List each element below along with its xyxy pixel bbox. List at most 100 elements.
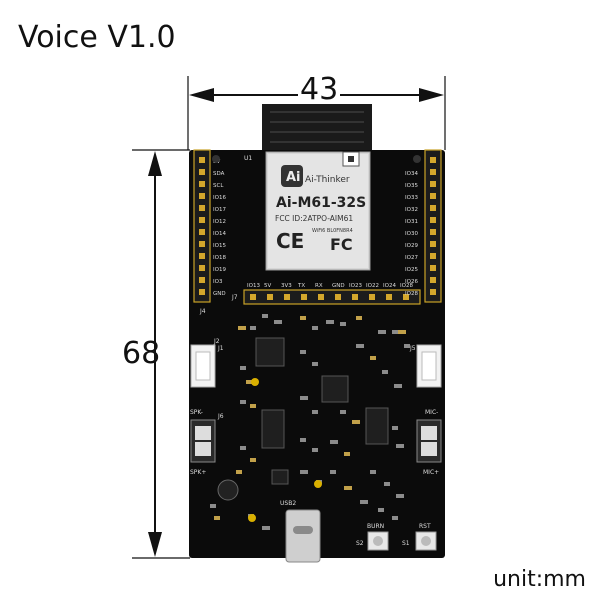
unit-label: unit:mm (493, 567, 586, 592)
ic-amp-left (261, 409, 285, 449)
left-header-pin (199, 193, 205, 199)
width-dimension-label: 43 (298, 72, 341, 107)
left-pin-label: IO15 (213, 243, 226, 249)
ic-u11 (255, 337, 285, 367)
bottom-pin-label: TX (297, 283, 305, 289)
right-header-pin (430, 205, 436, 211)
smd-component (262, 526, 270, 530)
left-pin-label: IO16 (213, 195, 226, 201)
right-pin-label: IO28 (405, 291, 418, 297)
right-pin-label: IO27 (405, 255, 418, 261)
bottom-pin-label: RX (315, 283, 323, 289)
smd-component (394, 384, 402, 388)
smd-component (344, 486, 352, 490)
ic-audio-codec (321, 375, 349, 403)
right-header (424, 149, 442, 303)
right-header-pin (430, 277, 436, 283)
left-pin-label: IO17 (213, 207, 226, 213)
module-brand: Ai-Thinker (305, 175, 350, 185)
left-header-pin (199, 229, 205, 235)
label-rst: RST (419, 523, 431, 530)
smd-component (300, 396, 308, 400)
smd-component (370, 470, 376, 474)
capacitor (251, 378, 259, 386)
smd-component (330, 470, 336, 474)
right-header-pin (430, 289, 436, 295)
smd-component (246, 380, 254, 384)
smd-component (352, 420, 360, 424)
left-pin-label: GND (213, 291, 226, 297)
smd-component (250, 458, 256, 462)
smd-component (330, 440, 338, 444)
bottom-header-pin (369, 294, 375, 300)
smd-component (398, 330, 406, 334)
bottom-header-pin (403, 294, 409, 300)
smd-component (326, 320, 334, 324)
ic-amp-right (365, 407, 389, 445)
bottom-header-pin (386, 294, 392, 300)
left-header-pin (199, 157, 205, 163)
right-header-pin (430, 229, 436, 235)
bottom-pin-label: IO24 (383, 283, 396, 289)
label-burn: BURN (367, 523, 384, 530)
left-pin-label: SDA (213, 171, 225, 177)
bottom-header-pin (267, 294, 273, 300)
smd-component (404, 344, 410, 348)
smd-component (250, 404, 256, 408)
right-pin-label: IO25 (405, 267, 418, 273)
right-pin-label: IO31 (405, 219, 418, 225)
bottom-header-pin (250, 294, 256, 300)
usb-c-port (285, 509, 321, 563)
right-header-pin (430, 253, 436, 259)
module-fcc-mark: FC (330, 235, 353, 254)
left-header-pin (199, 241, 205, 247)
bottom-header-pin (301, 294, 307, 300)
right-header-pin (430, 265, 436, 271)
smd-component (382, 370, 388, 374)
right-header-pin (430, 169, 436, 175)
label-j2: J2 (213, 338, 220, 345)
smd-component (392, 516, 398, 520)
label-j5: J5 (409, 345, 416, 352)
label-j1: J1 (217, 345, 224, 352)
bottom-header-pin (284, 294, 290, 300)
smd-component (312, 410, 318, 414)
bottom-pin-label: IO23 (349, 283, 362, 289)
bottom-pin-label: IO13 (247, 283, 260, 289)
smd-component (300, 316, 306, 320)
left-header-pin (199, 289, 205, 295)
label-usb: USB2 (280, 500, 296, 507)
smd-component (360, 500, 368, 504)
smd-component (236, 470, 242, 474)
bottom-pin-label: 5V (264, 283, 271, 289)
smd-component (262, 314, 268, 318)
module-wifi-line: WiFi6 BL0FN8R4 (312, 228, 353, 234)
smd-component (240, 400, 246, 404)
svg-text:Ai: Ai (286, 170, 301, 185)
smd-component (240, 366, 246, 370)
right-pin-label: IO33 (405, 195, 418, 201)
capacitor (248, 514, 256, 522)
left-header-pin (199, 169, 205, 175)
smd-component (300, 350, 306, 354)
right-pin-label: IO35 (405, 183, 418, 189)
left-pin-label: IO14 (213, 231, 226, 237)
smd-component (392, 426, 398, 430)
smd-component (238, 326, 246, 330)
label-mic-minus: MIC- (425, 409, 438, 416)
smd-component (356, 316, 362, 320)
right-header-pin (430, 157, 436, 163)
bottom-pin-label: IO28 (400, 283, 413, 289)
left-header-pin (199, 253, 205, 259)
right-pin-label: IO30 (405, 231, 418, 237)
label-j4: J4 (199, 308, 206, 315)
right-pin-label: IO34 (405, 171, 418, 177)
microphone (217, 479, 239, 501)
module-fcc-id: FCC ID:2ATPO-AIM61 (275, 214, 353, 223)
left-header-pin (199, 181, 205, 187)
right-header-pin (430, 193, 436, 199)
left-header (193, 149, 211, 303)
smd-component (370, 356, 376, 360)
smd-component (392, 330, 398, 334)
